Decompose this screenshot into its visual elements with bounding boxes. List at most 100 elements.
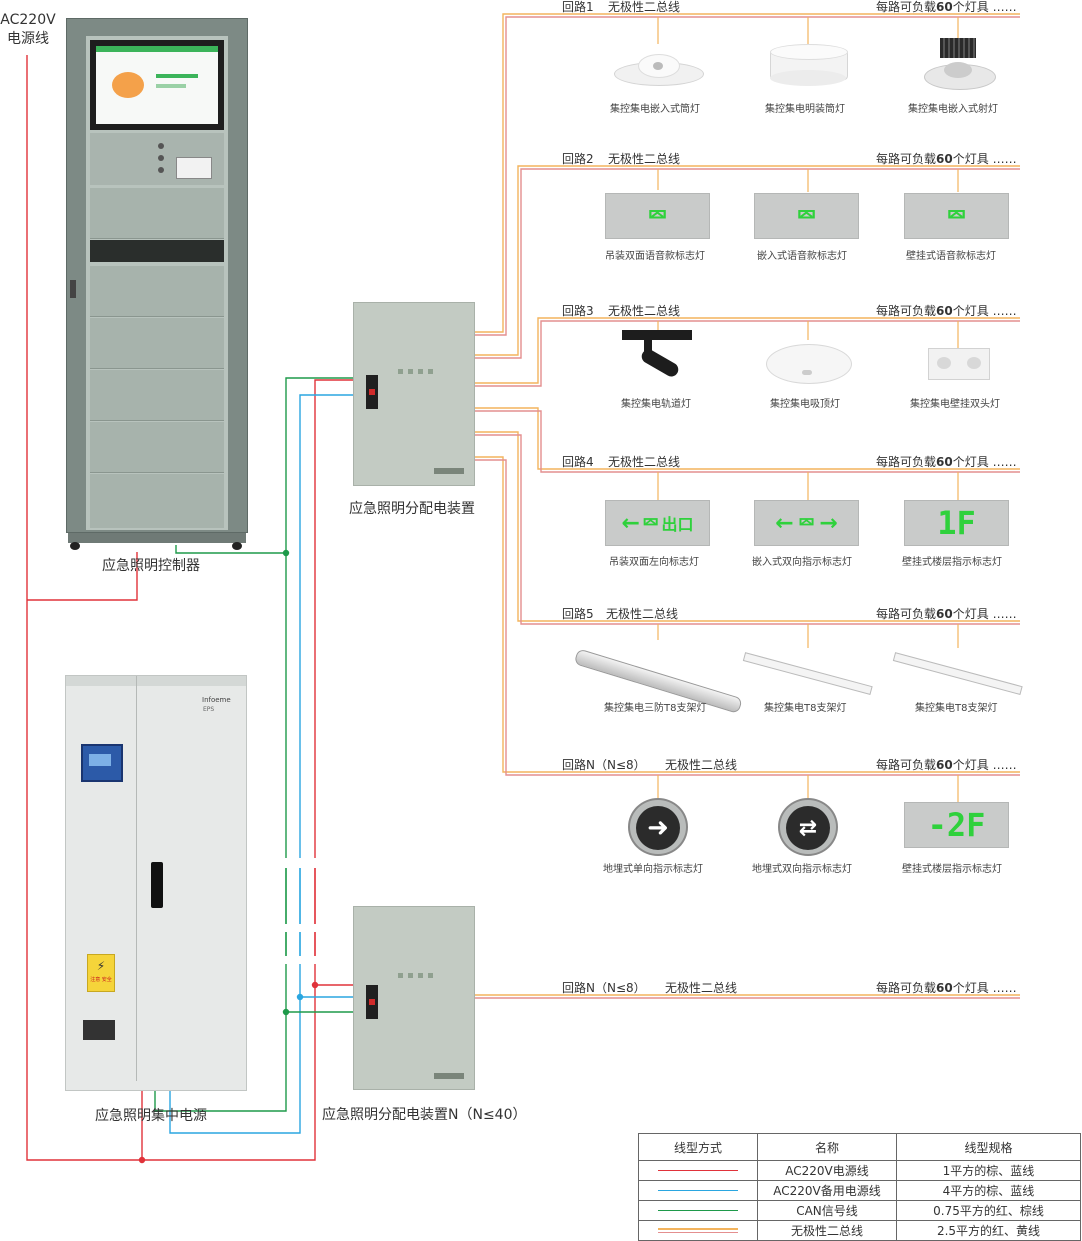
ac220v-source-label: AC220V 电源线 — [0, 12, 56, 48]
caster-wheel-icon — [70, 542, 80, 550]
bus-label: 无极性二总线 — [608, 455, 681, 469]
fixture-t8-bracket[interactable] — [892, 638, 1023, 696]
legend-header: 线型规格 — [896, 1133, 1081, 1161]
left-arrow-icon: ← — [775, 510, 794, 536]
load-label: 每路可负载60个灯具 …… — [876, 304, 1017, 318]
printer-icon — [176, 157, 212, 179]
legend-spec: 4平方的棕、蓝线 — [896, 1180, 1081, 1201]
can-lines — [154, 377, 353, 1112]
exit-man-icon: ⮹ — [796, 200, 817, 231]
load-label: 每路可负载60个灯具 …… — [876, 455, 1017, 469]
legend-row: AC220V电源线 1平方的棕、蓝线 — [638, 1160, 1081, 1181]
right-arrow-icon: ➜ — [647, 813, 669, 843]
fixture-label: 集控集电明装筒灯 — [765, 104, 845, 115]
source-label-line2: 电源线 — [7, 31, 49, 47]
right-arrow-icon: → — [819, 510, 838, 536]
distributor-n-box[interactable] — [353, 906, 475, 1090]
legend-name: CAN信号线 — [757, 1200, 897, 1221]
fixture-hanging-voice-exit-sign[interactable]: ⮹ — [605, 193, 710, 239]
bidirectional-arrow-icon: ⇄ — [798, 815, 818, 841]
drop-lines — [657, 17, 959, 802]
fixture-label: 壁挂式语音款标志灯 — [906, 251, 996, 262]
controller-screen[interactable] — [90, 40, 224, 130]
circuit-label: 回路N（N≤8） — [562, 981, 646, 995]
fixture-recessed-bidirectional-sign[interactable]: ←⮹→ — [754, 500, 859, 546]
load-label: 每路可负载60个灯具 …… — [876, 152, 1017, 166]
fixture-inground-bidirectional[interactable]: ⇄ — [778, 798, 838, 856]
legend-spec: 1平方的棕、蓝线 — [896, 1160, 1081, 1181]
fixture-label: 吊装双面语音款标志灯 — [605, 251, 705, 262]
legend-header: 名称 — [757, 1133, 897, 1161]
circuit-label: 回路1 — [562, 0, 594, 14]
distributor-1-label: 应急照明分配电装置 — [349, 501, 475, 517]
fixture-label: 壁挂式楼层指示标志灯 — [902, 864, 1002, 875]
fixture-wall-floor-sign[interactable]: 1F — [904, 500, 1009, 546]
door-handle[interactable] — [151, 862, 163, 908]
controller-cabinet[interactable] — [66, 18, 248, 550]
fixture-inground-single-direction[interactable]: ➜ — [628, 798, 688, 856]
fixture-triproof-t8[interactable] — [573, 630, 744, 714]
indicator-leds — [398, 973, 434, 981]
sensor-icon — [653, 62, 663, 70]
breaker-switch[interactable] — [366, 375, 378, 409]
bus-circuit-3 — [475, 317, 1020, 384]
fixture-ceiling-light[interactable] — [766, 340, 852, 386]
fixture-hanging-left-sign[interactable]: ←⮹出口 — [605, 500, 710, 546]
bus-label: 无极性二总线 — [665, 981, 738, 995]
fixture-track-light[interactable] — [622, 330, 692, 386]
bus-circuit-5 — [475, 431, 1020, 622]
load-label: 每路可负载60个灯具 …… — [876, 758, 1017, 772]
legend-swatch — [638, 1200, 758, 1221]
fixture-label: 集控集电三防T8支架灯 — [604, 703, 707, 714]
exit-man-icon: ⮹ — [797, 510, 816, 536]
bus-lines — [475, 13, 1020, 999]
fixture-recessed-spotlight[interactable] — [918, 38, 998, 94]
fixture-label: 壁挂式楼层指示标志灯 — [902, 557, 1002, 568]
controller-label: 应急照明控制器 — [102, 558, 200, 574]
fixture-label: 集控集电T8支架灯 — [764, 703, 847, 714]
fixture-label: 集控集电吸顶灯 — [770, 399, 840, 410]
fixture-label: 地埋式双向指示标志灯 — [752, 864, 852, 875]
fixture-label: 集控集电嵌入式筒灯 — [610, 104, 700, 115]
indicator-leds — [398, 369, 434, 377]
fixture-twin-head-light[interactable] — [928, 348, 990, 380]
distributor-n-label: 应急照明分配电装置N（N≤40） — [322, 1107, 527, 1123]
legend-table: 线型方式 名称 线型规格 AC220V电源线 1平方的棕、蓝线 AC220V备用… — [638, 1133, 1081, 1241]
floor-text: -2F — [927, 806, 986, 844]
circuit-label: 回路4 — [562, 455, 594, 469]
breaker-switch[interactable] — [366, 985, 378, 1019]
drawer-keyboard[interactable] — [90, 240, 224, 262]
load-label: 每路可负载60个灯具 …… — [876, 607, 1017, 621]
power-supply-cabinet[interactable]: Infoeme EPS ⚡ 注意 安全 — [65, 675, 247, 1091]
cabinet-lock-icon[interactable] — [70, 280, 76, 298]
floor-text: 1F — [937, 504, 976, 542]
distributor-1-box[interactable] — [353, 302, 475, 486]
exit-text: 出口 — [661, 515, 694, 534]
bus-label: 无极性二总线 — [608, 0, 681, 14]
brand-logo: Infoeme — [202, 696, 231, 704]
load-label: 每路可负载60个灯具 …… — [876, 0, 1017, 14]
fixture-wall-voice-exit-sign[interactable]: ⮹ — [904, 193, 1009, 239]
legend-name: AC220V电源线 — [757, 1160, 897, 1181]
fixture-recessed-downlight[interactable] — [610, 44, 706, 94]
circuit-label: 回路5 — [562, 607, 594, 621]
fixture-label: 集控集电嵌入式射灯 — [908, 104, 998, 115]
caster-wheel-icon — [232, 542, 242, 550]
bus-label: 无极性二总线 — [608, 304, 681, 318]
fixture-wall-floor-sign-2[interactable]: -2F — [904, 802, 1009, 848]
fixture-recessed-voice-exit-sign[interactable]: ⮹ — [754, 193, 859, 239]
model-label: EPS — [203, 706, 215, 713]
legend-swatch — [638, 1160, 758, 1181]
legend-row: CAN信号线 0.75平方的红、棕线 — [638, 1200, 1081, 1221]
left-arrow-icon: ← — [621, 510, 640, 536]
legend-row: AC220V备用电源线 4平方的棕、蓝线 — [638, 1180, 1081, 1201]
fixture-label: 集控集电T8支架灯 — [915, 703, 998, 714]
fixture-surface-downlight[interactable] — [770, 44, 848, 90]
power-supply-label: 应急照明集中电源 — [95, 1108, 207, 1124]
bus-label: 无极性二总线 — [665, 758, 738, 772]
backup-lines — [169, 394, 353, 1134]
fixture-t8-bracket[interactable] — [742, 638, 873, 696]
fixture-label: 嵌入式语音款标志灯 — [757, 251, 847, 262]
fixture-label: 地埋式单向指示标志灯 — [603, 864, 703, 875]
